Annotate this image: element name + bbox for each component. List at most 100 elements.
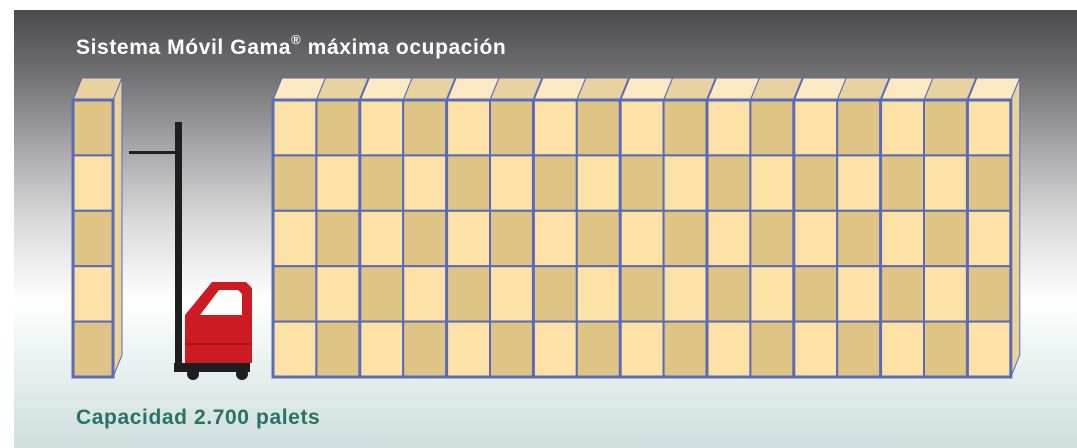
mobile-rack-pallet (358, 320, 405, 379)
mobile-rack-pallet (749, 154, 795, 212)
mobile-rack-pallet (836, 99, 882, 157)
mobile-rack-pallet (532, 265, 578, 323)
mobile-rack-pallet (489, 320, 535, 379)
mobile-rack-pallet (575, 154, 622, 212)
fixed-rack-pallet (72, 265, 114, 323)
mobile-rack-pallet (272, 320, 318, 379)
forklift-wheel-front (187, 368, 199, 380)
mobile-rack-pallet (923, 154, 969, 212)
mobile-rack-pallet (662, 154, 708, 212)
mobile-rack-pallet (662, 99, 708, 157)
forklift-window (200, 290, 242, 315)
mobile-rack-pallet (879, 209, 925, 268)
racking-scene (71, 77, 1021, 380)
mobile-rack-pallet (706, 154, 752, 212)
mobile-rack-upright-top (706, 77, 717, 101)
mobile-rack-pallet (792, 209, 839, 268)
mobile-rack-pallet (836, 320, 882, 379)
fixed-rack-pallet (72, 209, 114, 268)
mobile-rack-pallet (402, 320, 448, 379)
mobile-rack-pallet (402, 265, 448, 323)
mobile-rack (271, 77, 1021, 379)
forklift-icon (129, 122, 252, 380)
mobile-rack-pallet (706, 265, 752, 323)
mobile-rack-upright-top (879, 77, 891, 101)
mobile-rack-upright-top (792, 77, 804, 101)
mobile-rack-pallet (575, 265, 622, 323)
forklift-base (174, 363, 250, 372)
fixed-rack-frame (71, 98, 115, 379)
mobile-rack-pallet (575, 99, 622, 157)
mobile-rack-pallet (836, 209, 882, 268)
fixed-rack-pallet (72, 99, 114, 157)
page-title: Sistema Móvil Gama® máxima ocupación (76, 32, 507, 60)
mobile-rack-pallet (706, 209, 752, 268)
mobile-rack-pallet (792, 154, 839, 212)
mobile-rack-pallet (272, 265, 318, 323)
mobile-rack-pallet (792, 99, 839, 157)
mobile-rack-pallet (358, 154, 405, 212)
mobile-rack-pallet (315, 154, 361, 212)
forklift-wheel-back (236, 368, 248, 380)
forklift-mast (175, 122, 182, 372)
mobile-rack-pallet (575, 320, 622, 379)
mobile-rack-pallet (272, 154, 318, 212)
mobile-rack-pallet (358, 99, 405, 157)
mobile-rack-pallet (445, 209, 492, 268)
mobile-rack-pallet (272, 99, 318, 157)
mobile-rack-pallet (792, 320, 839, 379)
mobile-rack-pallet (402, 209, 448, 268)
mobile-rack-pallet (532, 99, 578, 157)
mobile-rack-pallet (966, 154, 1012, 212)
mobile-rack-pallet (662, 209, 708, 268)
mobile-rack-pallet (619, 154, 665, 212)
mobile-rack-upright-top (532, 77, 544, 101)
mobile-rack-pallet (489, 99, 535, 157)
mobile-rack-pallet (836, 154, 882, 212)
mobile-rack-pallet (966, 320, 1012, 379)
mobile-rack-pallet (619, 209, 665, 268)
mobile-rack-upright-top (619, 77, 631, 101)
title-text: Sistema Móvil Gama (76, 36, 292, 59)
mobile-rack-pallet (445, 99, 492, 157)
mobile-rack-pallet (879, 265, 925, 323)
mobile-rack-pallet (575, 209, 622, 268)
mobile-rack-pallet (923, 209, 969, 268)
mobile-rack-pallet (619, 265, 665, 323)
mobile-rack-pallet (445, 265, 492, 323)
mobile-rack-pallet (749, 99, 795, 157)
mobile-rack-pallet (315, 320, 361, 379)
capacity-label: Capacidad 2.700 palets (76, 406, 321, 429)
warehouse-diagram: Sistema Móvil Gama® máxima ocupación Cap… (14, 10, 1077, 448)
mobile-rack-upright-top (966, 77, 978, 101)
mobile-rack-pallet (923, 99, 969, 157)
mobile-rack-pallet (315, 209, 361, 268)
mobile-rack-pallet (358, 265, 405, 323)
mobile-rack-pallet (966, 265, 1012, 323)
mobile-rack-pallet (706, 99, 752, 157)
mobile-rack-pallet (272, 209, 318, 268)
mobile-rack-pallet (923, 265, 969, 323)
mobile-rack-pallet (662, 320, 708, 379)
mobile-rack-pallet (402, 154, 448, 212)
mobile-rack-pallet (489, 265, 535, 323)
mobile-rack-pallet (966, 209, 1012, 268)
mobile-rack-pallet (879, 154, 925, 212)
mobile-rack-pallet (706, 320, 752, 379)
mobile-rack-pallet (792, 265, 839, 323)
mobile-rack-pallet (749, 265, 795, 323)
mobile-rack-pallet (662, 265, 708, 323)
mobile-rack-upright-top (445, 77, 457, 101)
mobile-rack-pallet (879, 99, 925, 157)
mobile-rack-pallet (489, 209, 535, 268)
mobile-rack-pallet (358, 209, 405, 268)
title-suffix: máxima ocupación (301, 36, 507, 59)
mobile-rack-pallet (315, 99, 361, 157)
mobile-rack-pallet (315, 265, 361, 323)
fixed-rack-pallet (72, 320, 114, 379)
fixed-rack-pallet (72, 154, 114, 212)
mobile-rack-pallet (619, 99, 665, 157)
mobile-rack-pallet (619, 320, 665, 379)
mobile-rack-pallet (749, 320, 795, 379)
mobile-rack-pallet (402, 99, 448, 157)
